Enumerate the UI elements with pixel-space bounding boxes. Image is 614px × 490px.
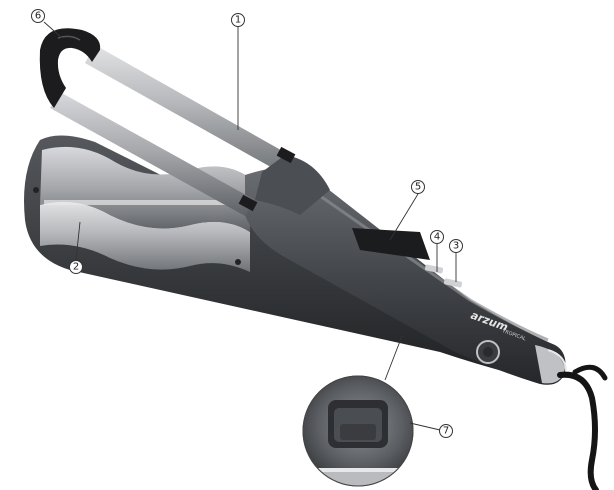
power-cord bbox=[557, 371, 599, 490]
svg-text:3: 3 bbox=[453, 241, 459, 252]
leader-lines bbox=[43, 21, 457, 431]
svg-text:5: 5 bbox=[415, 182, 421, 193]
upper-barrels bbox=[39, 28, 330, 216]
svg-text:4: 4 bbox=[434, 232, 440, 243]
svg-text:2: 2 bbox=[73, 262, 79, 273]
zoom-lens bbox=[302, 375, 414, 487]
callout-5: 5 bbox=[411, 180, 425, 194]
button-minus bbox=[424, 264, 444, 274]
callout-4: 4 bbox=[430, 230, 444, 244]
callout-1: 1 bbox=[231, 13, 245, 27]
callout-6: 6 bbox=[31, 9, 45, 23]
cool-tip bbox=[39, 28, 101, 108]
svg-text:1: 1 bbox=[235, 15, 241, 26]
svg-text:6: 6 bbox=[35, 11, 41, 22]
callout-2: 2 bbox=[69, 260, 83, 274]
callout-7: 7 bbox=[439, 424, 453, 438]
button-plus bbox=[443, 278, 463, 288]
callout-3: 3 bbox=[449, 239, 463, 253]
svg-text:7: 7 bbox=[443, 426, 449, 437]
